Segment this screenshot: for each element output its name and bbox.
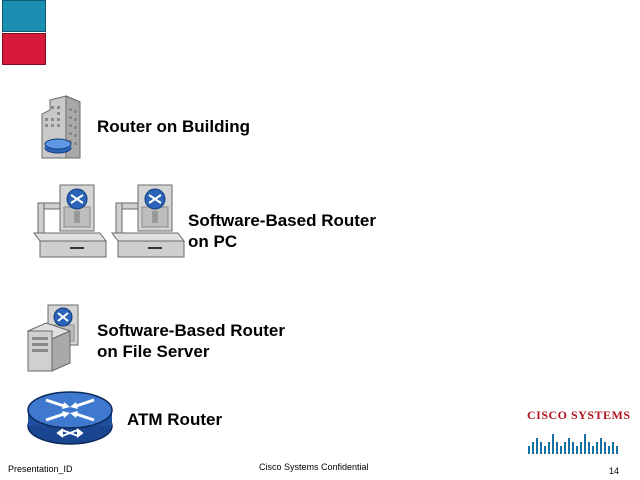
label-line: on File Server xyxy=(97,342,210,361)
pc-router-icon xyxy=(33,184,185,258)
label-line: ATM Router xyxy=(127,410,223,429)
cisco-logo-text: Cisco Systems xyxy=(527,408,631,422)
building-router-icon xyxy=(41,95,81,159)
label-line: Software-Based Router xyxy=(188,211,376,230)
label-line: Software-Based Router xyxy=(97,321,285,340)
router-on-building-label: Router on Building xyxy=(97,116,250,137)
cisco-logo: Cisco Systems xyxy=(527,408,631,464)
confidential-notice: Cisco Systems Confidential xyxy=(259,462,369,472)
page-number: 14 xyxy=(609,466,620,476)
atm-router-icon xyxy=(27,391,113,445)
software-router-pc-label: Software-Based Router on PC xyxy=(188,210,376,252)
atm-router-label: ATM Router xyxy=(127,409,222,430)
software-router-file-server-label: Software-Based Router on File Server xyxy=(97,320,285,362)
corner-square-red xyxy=(2,33,46,65)
presentation-id: Presentation_ID xyxy=(8,464,73,474)
file-server-router-icon xyxy=(26,304,79,372)
label-line: Router on Building xyxy=(97,117,250,136)
cisco-bridge-icon xyxy=(528,434,618,454)
corner-square-blue xyxy=(2,0,46,32)
label-line: on PC xyxy=(188,232,238,251)
